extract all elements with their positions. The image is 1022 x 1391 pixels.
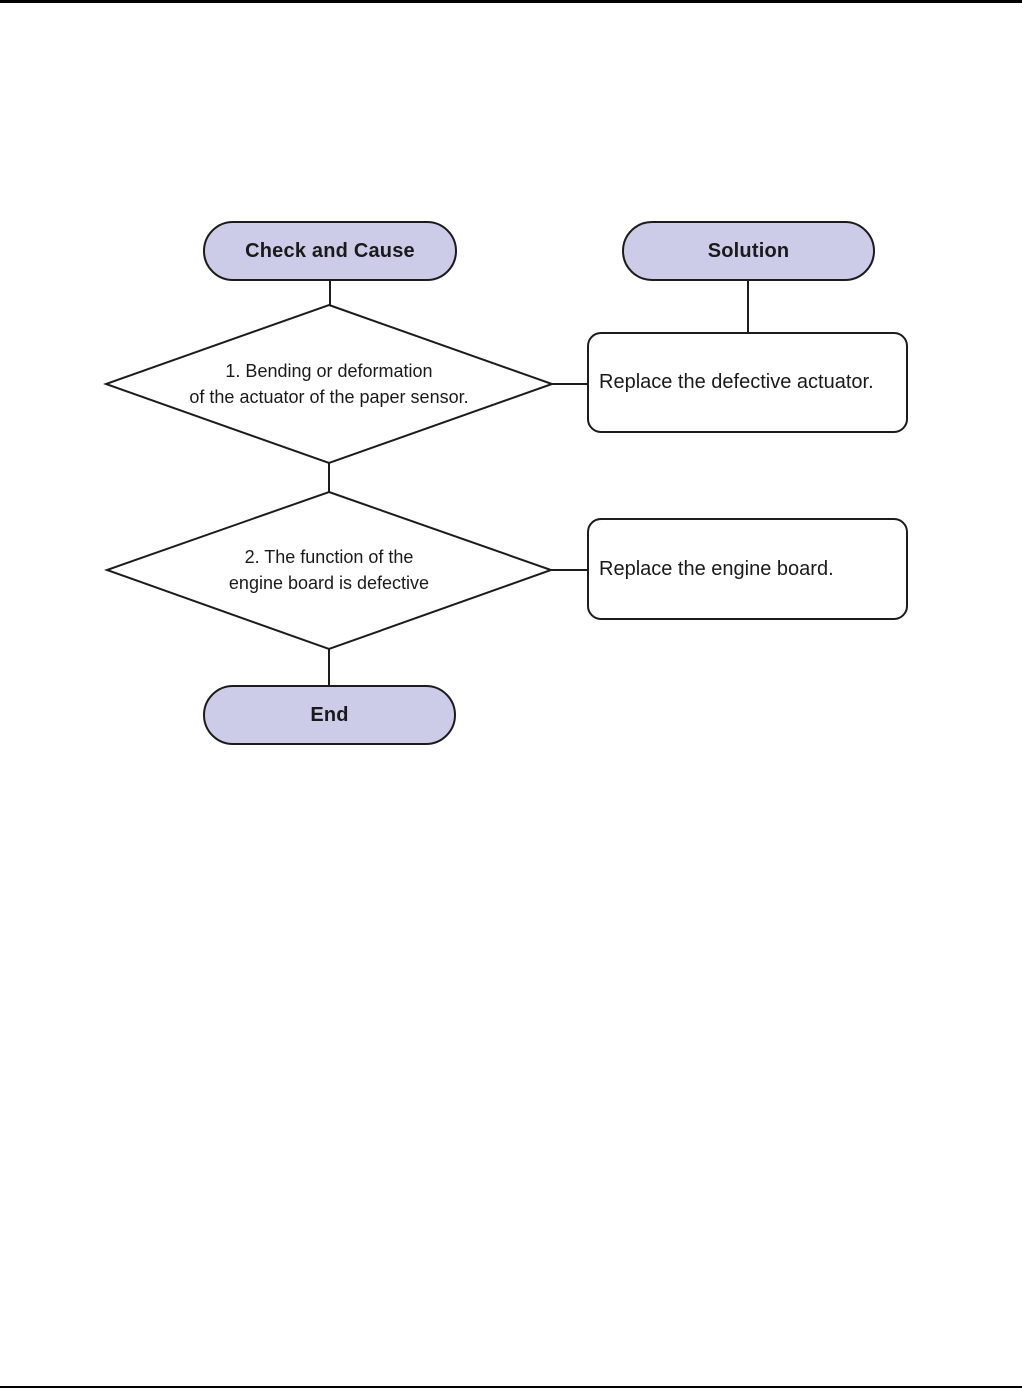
- process-replace-actuator: Replace the defective actuator.: [587, 332, 908, 433]
- decision-1-line2: of the actuator of the paper sensor.: [189, 387, 469, 407]
- terminal-check-and-cause-label: Check and Cause: [245, 239, 415, 262]
- decision-1-line1: 1. Bending or deformation: [225, 361, 433, 381]
- decision-1-text: 1. Bending or deformation of the actuato…: [119, 358, 539, 410]
- decision-2-line1: 2. The function of the: [244, 547, 414, 567]
- terminal-check-and-cause: Check and Cause: [203, 221, 457, 281]
- process-replace-engine-board: Replace the engine board.: [587, 518, 908, 620]
- page-bottom-rule: [0, 1386, 1022, 1388]
- terminal-solution: Solution: [622, 221, 875, 281]
- terminal-end-label: End: [310, 703, 349, 726]
- terminal-end: End: [203, 685, 456, 745]
- decision-1-diamond: [103, 303, 555, 465]
- decision-2-text: 2. The function of the engine board is d…: [119, 544, 539, 596]
- process-replace-engine-board-label: Replace the engine board.: [599, 557, 834, 580]
- terminal-solution-label: Solution: [707, 239, 790, 262]
- decision-2-line2: engine board is defective: [228, 573, 430, 593]
- decision-2-diamond: [104, 490, 554, 651]
- process-replace-actuator-label: Replace the defective actuator.: [599, 371, 874, 393]
- page-top-rule: [0, 0, 1022, 3]
